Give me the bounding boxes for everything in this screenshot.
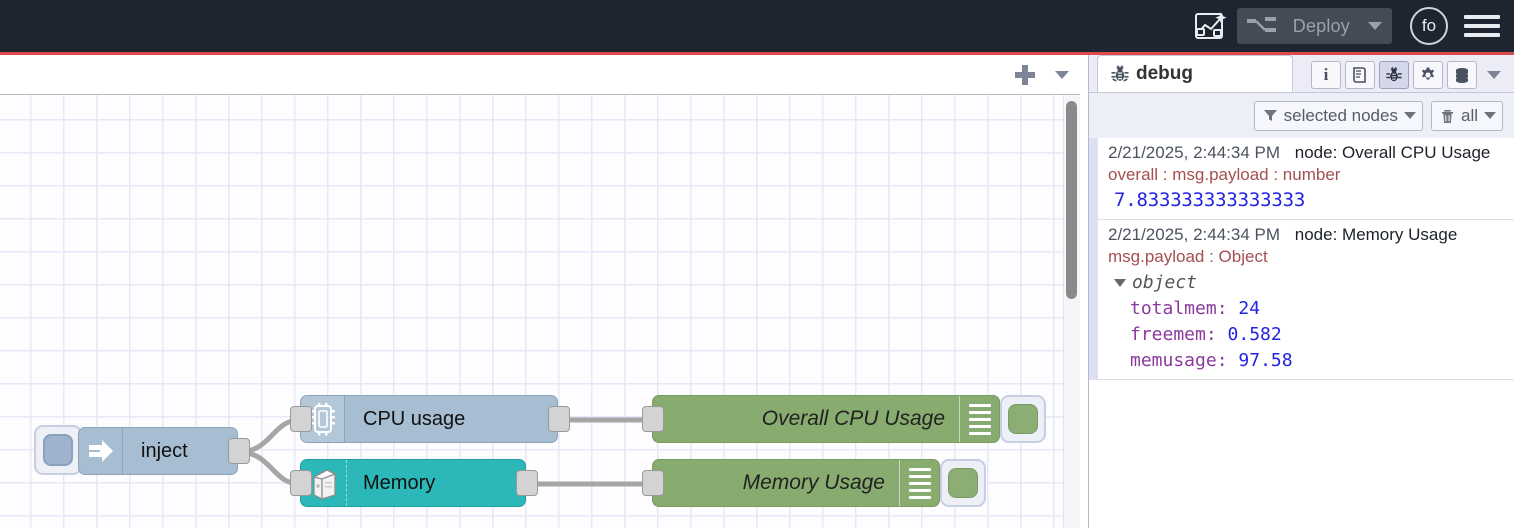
debug-filter-bar: selected nodes all [1089, 93, 1514, 138]
add-flow-button[interactable] [1006, 56, 1044, 94]
avatar[interactable]: fo [1410, 7, 1448, 45]
deploy-label: Deploy [1292, 15, 1350, 36]
debug-source-node: node: Memory Usage [1294, 225, 1458, 244]
debug-toggle-overall-cpu-usage[interactable] [1000, 395, 1046, 443]
debug-message-meta: 2/21/2025, 2:44:34 PM node: Overall CPU … [1108, 143, 1511, 163]
debug2-input-port[interactable] [642, 470, 664, 496]
trash-icon [1441, 109, 1453, 123]
memory-output-port[interactable] [516, 470, 538, 496]
debug-timestamp: 2/21/2025, 2:44:34 PM [1108, 143, 1281, 162]
tab-debug-label: debug [1136, 62, 1193, 84]
flow-canvas[interactable]: inject [0, 95, 1080, 528]
deploy-icon [1246, 17, 1276, 32]
node-label: Memory Usage [742, 471, 885, 494]
inject-button-inner [43, 434, 73, 466]
property-value: 97.58 [1238, 350, 1293, 371]
chevron-down-icon [1484, 112, 1496, 119]
chevron-down-icon [1403, 112, 1416, 119]
app-header: Deploy fo [0, 0, 1514, 52]
avatar-initials: fo [1421, 16, 1437, 35]
debug-message[interactable]: 2/21/2025, 2:44:34 PM node: Memory Usage… [1089, 220, 1514, 380]
node-inject[interactable]: inject [78, 427, 238, 475]
filter-label: selected nodes [1283, 105, 1398, 125]
hamburger-menu-icon[interactable] [1464, 11, 1500, 41]
node-label: CPU usage [363, 407, 466, 430]
debug-object-property: memusage: 97.58 [1130, 350, 1293, 371]
flow-menu-button[interactable] [1044, 56, 1080, 94]
filter-icon [1263, 110, 1277, 121]
property-key: totalmem [1130, 298, 1217, 319]
debug-toggle-inner [1008, 404, 1038, 434]
debug-lines-icon [959, 396, 999, 442]
flow-editor: inject [0, 55, 1080, 528]
debug-source-node: node: Overall CPU Usage [1294, 143, 1491, 162]
clear-label: all [1460, 105, 1478, 125]
debug-timestamp: 2/21/2025, 2:44:34 PM [1108, 225, 1281, 244]
inject-output-port[interactable] [228, 438, 250, 464]
property-key: memusage [1130, 350, 1217, 371]
header-accent-rule [0, 52, 1514, 55]
debug-message-meta: 2/21/2025, 2:44:34 PM node: Memory Usage [1108, 225, 1511, 245]
server-tower-icon [301, 460, 347, 506]
memory-input-port[interactable] [290, 470, 312, 496]
flow-sparkle-icon[interactable] [1189, 6, 1233, 46]
debug-topic: msg.payload : Object [1108, 247, 1268, 266]
property-key: freemem [1130, 324, 1206, 345]
property-value: 24 [1238, 298, 1261, 319]
node-cpu-usage[interactable]: CPU usage [300, 395, 558, 443]
debug-message-list[interactable]: 2/21/2025, 2:44:34 PM node: Overall CPU … [1089, 138, 1514, 528]
node-label: Overall CPU Usage [761, 407, 945, 430]
cpu-output-port[interactable] [548, 406, 570, 432]
inject-button[interactable] [34, 425, 82, 475]
sidebar-tool-buttons: i [1311, 58, 1507, 92]
debug-object-label: object [1132, 272, 1198, 293]
sidebar: debug i [1088, 55, 1514, 528]
debug-lines-icon [899, 460, 939, 506]
debug-list-empty-area [1089, 380, 1514, 528]
triangle-down-icon [1114, 278, 1126, 287]
cpu-input-port[interactable] [290, 406, 312, 432]
debug-toggle-inner [948, 468, 978, 498]
debug-object-property: freemem: 0.582 [1130, 324, 1282, 345]
sidebar-tab-bar: debug i [1089, 55, 1514, 93]
gear-icon[interactable] [1413, 61, 1443, 89]
database-icon[interactable] [1447, 61, 1477, 89]
bug-icon[interactable] [1379, 61, 1409, 89]
filter-selected-nodes-button[interactable]: selected nodes [1253, 100, 1423, 131]
property-value: 0.582 [1227, 324, 1282, 345]
deploy-button[interactable]: Deploy [1236, 8, 1392, 44]
sidebar-more-button[interactable] [1481, 61, 1507, 89]
debug-object-toggle[interactable]: object [1108, 272, 1511, 293]
node-debug-memory-usage[interactable]: Memory Usage [652, 459, 940, 507]
debug-topic: overall : msg.payload : number [1108, 165, 1341, 184]
arrow-right-icon [79, 428, 123, 474]
bug-icon [1111, 64, 1129, 82]
node-label: inject [141, 439, 188, 462]
info-icon[interactable]: i [1311, 61, 1341, 89]
debug-value: 7.833333333333333 [1114, 189, 1306, 211]
chevron-down-icon [1055, 70, 1069, 79]
debug1-input-port[interactable] [642, 406, 664, 432]
flow-tab-bar [0, 55, 1080, 95]
deploy-caret-icon[interactable] [1360, 8, 1390, 44]
plus-icon [1015, 64, 1035, 85]
debug-toggle-memory-usage[interactable] [940, 459, 986, 507]
tab-debug[interactable]: debug [1097, 55, 1293, 92]
node-label: Memory [363, 471, 436, 494]
chevron-down-icon [1487, 71, 1501, 79]
canvas-vertical-scrollbar[interactable] [1066, 101, 1077, 299]
node-debug-overall-cpu-usage[interactable]: Overall CPU Usage [652, 395, 1000, 443]
node-memory[interactable]: Memory [300, 459, 526, 507]
book-icon[interactable] [1345, 61, 1375, 89]
clear-messages-button[interactable]: all [1430, 100, 1503, 131]
debug-message[interactable]: 2/21/2025, 2:44:34 PM node: Overall CPU … [1089, 138, 1514, 220]
debug-object-property: totalmem: 24 [1130, 298, 1261, 319]
